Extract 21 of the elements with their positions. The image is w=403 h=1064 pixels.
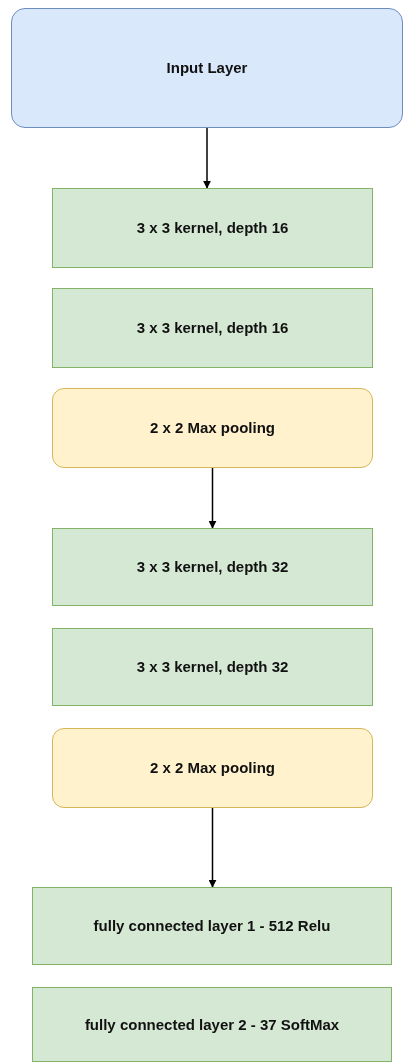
input-layer-box	[11, 8, 403, 128]
layer-label: fully connected layer 2 - 37 SoftMax	[83, 1014, 341, 1035]
layer-label: fully connected layer 1 - 512 Relu	[92, 916, 332, 936]
layer-box	[52, 628, 373, 706]
layer-label: Input Layer	[165, 58, 249, 78]
layer-label: 3 x 3 kernel, depth 32	[135, 657, 290, 677]
layer-label: 3 x 3 kernel, depth 16	[135, 318, 290, 338]
layer-label: 2 x 2 Max pooling	[149, 758, 276, 778]
layer-label: 3 x 3 kernel, depth 16	[135, 218, 290, 238]
arrow	[208, 467, 217, 529]
pooling-box	[52, 728, 373, 808]
arrow	[208, 807, 217, 888]
layer-label: 3 x 3 kernel, depth 32	[135, 557, 290, 577]
layer-box	[52, 528, 373, 606]
layer-box	[32, 887, 392, 965]
layer-box	[32, 987, 392, 1062]
layer-label: 2 x 2 Max pooling	[149, 418, 276, 438]
layer-box	[52, 188, 373, 268]
pooling-box	[52, 388, 373, 468]
arrow	[203, 127, 211, 189]
layer-box	[52, 288, 373, 368]
